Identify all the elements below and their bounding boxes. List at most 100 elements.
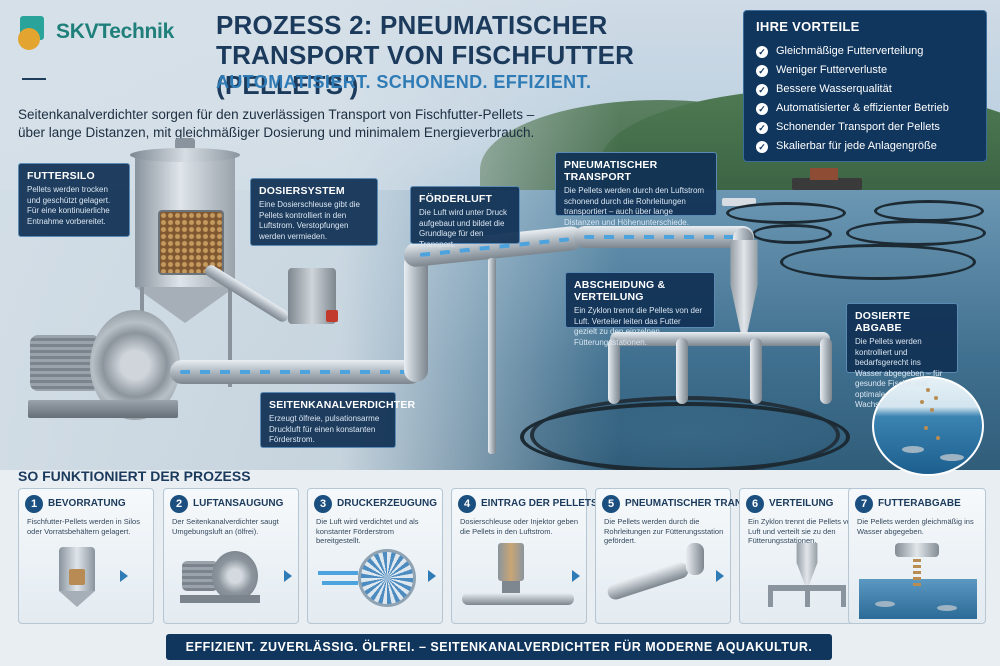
blower-icon [174,543,290,619]
step-number: 7 [855,495,873,513]
intro-text: Seitenkanalverdichter sorgen für den zuv… [18,107,535,140]
pipe-bend-icon [605,543,722,619]
distribution-drop [750,338,762,404]
step-description: Der Seitenkanalverdichter saugt Umgebung… [172,517,279,536]
check-icon: ✓ [756,83,768,96]
step-description: Die Pellets werden gleichmäßig ins Wasse… [857,517,974,536]
feeder-drive [326,310,338,322]
step-title: PNEUMATISCHER TRANSPORT [625,498,777,509]
step-number: 2 [170,495,188,513]
net-pen-ring [780,244,976,280]
benefit-item: ✓Gleichmäßige Futterverteilung [756,42,974,61]
callout-transport: PNEUMATISCHER TRANSPORT Die Pellets werd… [555,152,717,227]
fish-icon [902,446,924,453]
logo-mark-icon [18,14,50,50]
net-pen-ring [846,220,986,246]
benefit-item: ✓Schonender Transport der Pellets [756,118,974,137]
step-description: Ein Zyklon trennt die Pellets von der Lu… [748,517,869,545]
pellet [926,388,930,392]
benefits-title: IHRE VORTEILE [756,19,860,34]
net-pen-ring [726,202,846,224]
step-number: 5 [602,495,620,513]
logo: SKVTechnik [18,14,174,50]
process-step-2: 2 LUFTANSAUGUNG Der Seitenkanalverdichte… [163,488,299,624]
arrow-right-icon [428,570,436,582]
callout-futtersilo: FUTTERSILO Pellets werden trocken und ge… [18,163,130,237]
cyclone-icon [750,543,866,619]
process-step-1: 1 BEVORRATUNG Fischfutter-Pellets werden… [18,488,154,624]
benefits-list: ✓Gleichmäßige Futterverteilung ✓Weniger … [756,42,974,156]
pellet [930,408,934,412]
boat-icon [792,178,862,190]
callout-abscheidung: ABSCHEIDUNG & VERTEILUNG Ein Zyklon tren… [565,272,715,347]
airflow-arrows [584,235,744,239]
pipe-support [488,258,496,454]
airflow-arrows [180,370,416,374]
transport-pipe-riser [404,252,428,382]
silo-pellet-window [158,210,224,275]
check-icon: ✓ [756,121,768,134]
silo-lid [130,148,240,162]
step-title: FUTTERABGABE [878,498,961,509]
silo-leg [228,287,232,387]
boat-small-icon [722,198,756,206]
logo-text: SKVTechnik [56,20,174,43]
callout-dosiersystem: DOSIERSYSTEM Eine Dosierschleuse gibt di… [250,178,378,246]
process-step-3: 3 DRUCKERZEUGUNG Die Luft wird verdichte… [307,488,443,624]
benefit-item: ✓Skalierbar für jede Anlagengröße [756,137,974,156]
pellet [920,400,924,404]
arrow-right-icon [572,570,580,582]
process-title: SO FUNKTIONIERT DER PROZESS [18,468,251,484]
pellet [934,396,938,400]
step-description: Fischfutter-Pellets werden in Silos oder… [27,517,140,536]
arrow-right-icon [716,570,724,582]
pellet [936,436,940,440]
step-number: 1 [25,495,43,513]
process-step-5: 5 PNEUMATISCHER TRANSPORT Die Pellets we… [595,488,776,624]
check-icon: ✓ [756,45,768,58]
step-description: Die Luft wird verdichtet und als konstan… [316,517,419,545]
check-icon: ✓ [756,140,768,153]
step-number: 4 [458,495,476,513]
process-step-4: 4 EINTRAG DER PELLETS Dosierschleuse ode… [451,488,598,624]
callout-foerderluft: FÖRDERLUFT Die Luft wird unter Druck auf… [410,186,520,249]
check-icon: ✓ [756,102,768,115]
step-title: BEVORRATUNG [48,498,126,509]
page-title: Prozess 2: Pneumatischer Transport von F… [216,10,635,100]
callout-verdichter: SEITENKANALVERDICHTER Erzeugt ölfreie, p… [260,392,415,448]
blower-base [28,400,178,418]
step-description: Die Pellets werden durch die Rohrleitung… [604,517,724,545]
benefit-item: ✓Bessere Wasserqualität [756,80,974,99]
impeller-icon [318,543,434,619]
arrow-right-icon [120,570,128,582]
step-number: 3 [314,495,332,513]
fish-icon [940,454,964,461]
step-description: Dosierschleuse oder Injektor geben die P… [460,517,578,536]
doser-icon [462,543,578,619]
distribution-drop [608,338,620,404]
step-title: LUFTANSAUGUNG [193,498,284,509]
step-title: VERTEILUNG [769,498,834,509]
silo-cap [175,138,195,150]
blower-motor [30,335,100,391]
footer-banner: EFFIZIENT. ZUVERLÄSSIG. ÖLFREI. – SEITEN… [166,634,832,660]
callout-abgabe: DOSIERTE ABGABE Die Pellets werden kontr… [846,303,958,409]
step-number: 6 [746,495,764,513]
distribution-drop [676,338,688,404]
arrow-right-icon [284,570,292,582]
step-title: DRUCKERZEUGUNG [337,498,437,509]
page-subtitle: AUTOMATISIERT. SCHONEND. EFFIZIENT. [216,72,592,92]
benefit-item: ✓Weniger Futterverluste [756,61,974,80]
pellet [924,426,928,430]
logo-circle [18,28,40,50]
process-step-7: 7 FUTTERABGABE Die Pellets werden gleich… [848,488,986,624]
pellet-release-detail [872,376,984,476]
boat-cabin [810,168,838,180]
logo-divider [22,78,46,80]
check-icon: ✓ [756,64,768,77]
distribution-pipe [610,332,830,346]
benefit-item: ✓Automatisierter & effizienter Betrieb [756,99,974,118]
net-pen-ring [874,200,984,222]
silo-icon [29,543,145,619]
feeder-release-icon [859,543,977,619]
